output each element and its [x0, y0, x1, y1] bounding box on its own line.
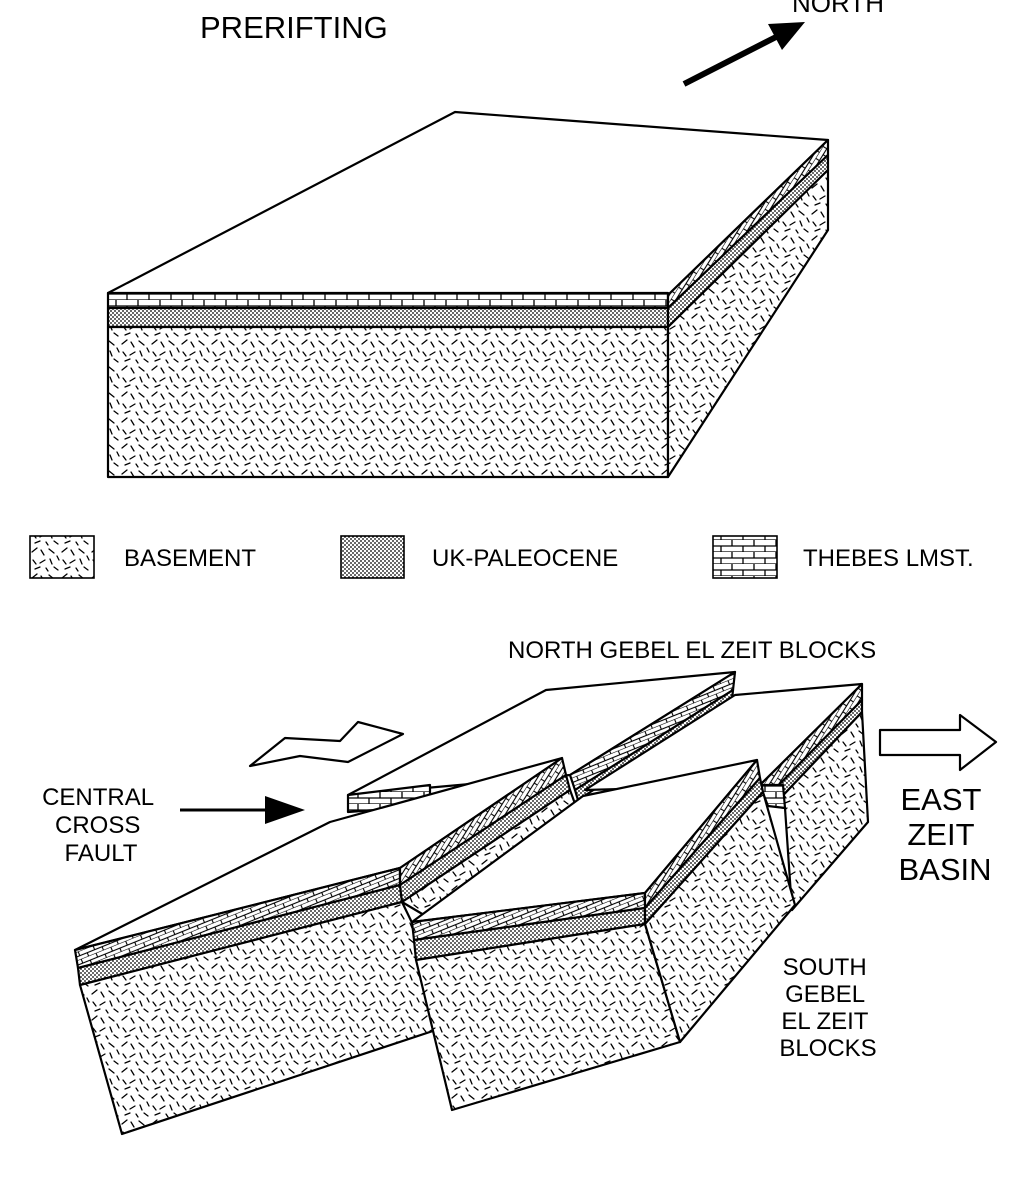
- prerifting-title: PRERIFTING: [200, 10, 388, 45]
- legend-basement-label: BASEMENT: [124, 545, 256, 572]
- north-blocks-label: NORTH GEBEL EL ZEIT BLOCKS: [508, 637, 876, 664]
- north-arrow: [682, 22, 805, 87]
- central-fault-arrow: [180, 796, 305, 824]
- legend: BASEMENT UK-PALEOCENE THEBES LMST.: [29, 535, 974, 579]
- south-blocks-label: SOUTH GEBEL EL ZEIT BLOCKS: [779, 954, 876, 1062]
- east-arrow: [878, 713, 998, 772]
- north-block-right: [583, 682, 870, 912]
- legend-uk-paleocene-label: UK-PALEOCENE: [432, 545, 618, 572]
- strike-slip-arrow: [248, 720, 405, 768]
- legend-uk-paleocene: UK-PALEOCENE: [340, 535, 618, 579]
- prerifting-block: [106, 110, 830, 479]
- east-basin-label: EAST ZEIT BASIN: [898, 782, 991, 887]
- legend-thebes-label: THEBES LMST.: [803, 545, 974, 572]
- south-block-right: [410, 758, 797, 1112]
- north-label: NORTH: [792, 0, 884, 18]
- legend-basement: BASEMENT: [29, 535, 256, 579]
- central-fault-label: CENTRAL CROSS FAULT: [42, 784, 160, 867]
- legend-thebes: THEBES LMST.: [712, 535, 974, 579]
